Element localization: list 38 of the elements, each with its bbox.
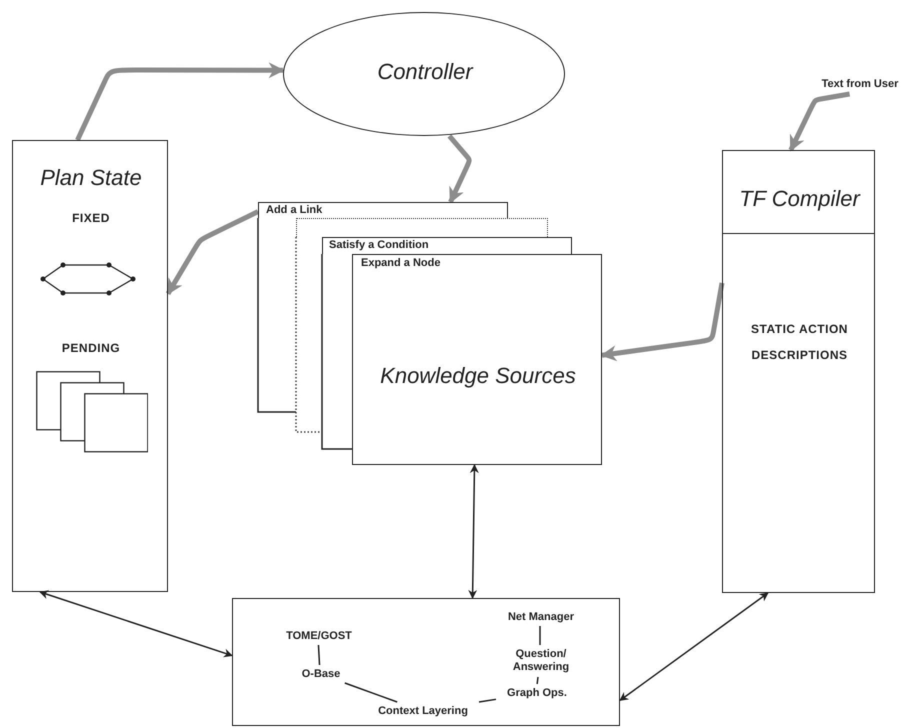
description-text: STATIC ACTION DESCRIPTIONS: [750, 321, 849, 364]
connector-line: [539, 626, 541, 645]
module-label: O-Base: [300, 668, 342, 681]
component-box: [232, 598, 620, 726]
curved-arrow: [788, 92, 850, 152]
connector-line: [536, 676, 539, 684]
controller-ellipse: [283, 12, 565, 136]
panel-title: Plan State: [39, 165, 143, 191]
stacked-page-top: [258, 202, 508, 218]
panel-title: TF Compiler: [738, 186, 862, 212]
page-title: Satisfy a Condition: [329, 239, 430, 251]
double-arrow: [619, 592, 769, 701]
module-label: Graph Ops.: [506, 687, 568, 700]
section-label: FIXED: [71, 211, 111, 225]
section-label: PENDING: [60, 341, 122, 355]
component-box: [12, 140, 168, 592]
curved-arrow: [166, 209, 260, 296]
connector-line: [478, 698, 496, 703]
curved-arrow: [447, 134, 472, 204]
page-title: Expand a Node: [361, 257, 442, 269]
module-label: Net Manager: [506, 611, 576, 624]
node-title: Controller: [376, 59, 474, 85]
stack-title: Knowledge Sources: [379, 363, 577, 389]
page-title: Add a Link: [266, 204, 324, 216]
component-box: [722, 150, 875, 593]
double-arrow: [39, 590, 233, 658]
curved-arrow: [75, 62, 285, 142]
input-label: Text from User: [820, 78, 900, 90]
double-arrow: [468, 464, 479, 599]
stacked-page: [352, 254, 602, 465]
connector-line: [318, 644, 320, 666]
module-label: TOME/GOST: [285, 630, 353, 643]
module-label: Question/ Answering: [512, 648, 570, 674]
stacked-page-top: [296, 218, 548, 237]
curved-arrow: [600, 282, 724, 362]
stacked-page-top: [322, 237, 572, 254]
connector-line: [344, 682, 398, 703]
module-label: Context Layering: [377, 705, 469, 718]
